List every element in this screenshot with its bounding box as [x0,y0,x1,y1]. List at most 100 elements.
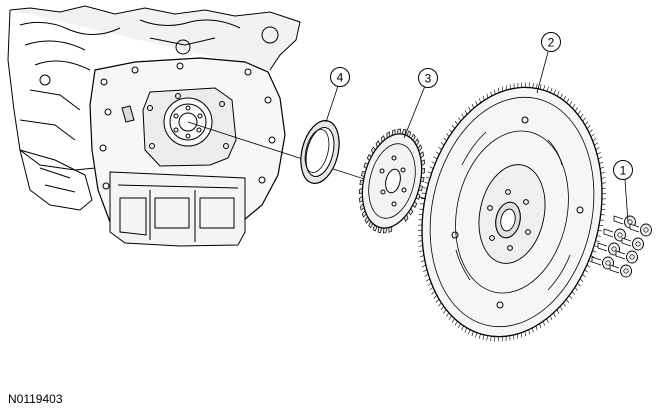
ring-gear-tooth [420,259,425,263]
ring-gear-tooth [427,171,432,174]
callout-1: 1 [613,160,633,180]
ring-gear-tooth [560,93,563,99]
ring-gear-tooth [497,336,499,342]
callout-4: 4 [330,67,350,87]
ring-gear-tooth [427,282,432,287]
ring-gear-tooth [556,91,560,97]
ring-gear-tooth [568,295,573,299]
ring-gear-tooth [486,93,489,99]
ring-gear-tooth [424,273,429,277]
ring-gear-tooth [574,287,578,291]
ring-gear-tooth [539,323,542,329]
ring-gear-tooth [464,110,468,115]
ring-gear-tooth [563,95,566,101]
ring-gear-tooth [598,156,603,160]
ring-gear-tooth [433,295,438,299]
ring-gear-tooth [569,101,573,106]
ring-gear-tooth [438,146,442,150]
ring-gear-tooth [579,278,584,282]
ring-gear-tooth [571,291,576,295]
ring-gear-tooth [592,250,597,253]
ring-gear-tooth [486,335,488,341]
bolt [629,223,652,237]
ring-gear-tooth [494,89,496,95]
bolt [615,250,638,264]
ring-gear-tooth [482,95,485,101]
ring-gear-tooth [566,98,570,104]
ring-gear-tooth [418,245,423,247]
ring-gear-tooth [458,117,462,122]
ring-gear-tooth [592,137,597,142]
ring-gear-tooth [440,306,445,311]
ring-gear-tooth [582,117,586,122]
ring-gear-tooth [528,329,530,335]
ring-gear-tooth [599,224,604,226]
ring-gear-tooth [532,82,534,88]
callout-1-label: 1 [620,164,627,178]
ring-gear-tooth [490,336,492,342]
ring-gear-tooth [464,327,468,333]
ring-gear-tooth [435,298,440,303]
ring-gear-tooth [418,240,423,242]
ring-gear-tooth [584,121,589,126]
ring-gear-tooth [478,333,481,339]
ring-gear-tooth [601,177,606,179]
ring-gear-tooth [562,302,566,307]
ring-gear-tooth [520,332,523,338]
ring-gear-tooth [594,142,599,146]
ring-gear-tooth [572,104,576,109]
rear-seal [300,120,340,184]
ring-gear-tooth [475,332,478,338]
ring-gear-tooth [425,278,430,282]
ring-gear-tooth [498,87,500,93]
ring-gear-tooth [599,166,605,169]
ring-gear-tooth [595,147,600,151]
ring-gear-tooth [525,82,527,88]
ring-gear-tooth [454,320,458,326]
ring-gear-tooth [417,229,423,231]
ring-gear-tooth [550,87,553,93]
ring-gear-tooth [601,187,606,189]
ring-gear-tooth [440,142,445,146]
figure-id: N0119403 [8,392,63,406]
ring-gear-tooth [528,82,530,88]
bolt [621,237,644,251]
ring-gear-tooth [482,334,485,340]
ring-gear-tooth [586,125,591,129]
ring-gear-tooth [559,306,563,311]
ring-gear-tooth [475,100,478,106]
ring-gear-tooth [546,318,549,324]
ring-gear-tooth [424,181,429,184]
ring-gear-tooth [468,329,471,335]
ring-gear-tooth [443,137,447,142]
ring-gear-tooth [429,287,434,291]
ring-gear-tooth [418,235,423,237]
ring-gear-tooth [421,192,426,194]
ring-gear-tooth [471,331,474,337]
ring-gear-tooth [461,325,464,331]
ring-gear-tooth [601,193,607,195]
ring-gear-tooth [420,198,425,200]
ring-gear-tooth [556,309,560,314]
ring-gear-tooth [532,327,534,333]
ring-gear-tooth [599,161,604,165]
engine-block [7,5,301,247]
ring-gear-tooth [535,325,538,331]
ring-gear-tooth [582,274,586,278]
ring-gear-tooth [490,91,492,97]
callout-3: 3 [418,68,438,88]
ring-gear-tooth [451,125,456,129]
ring-gear-tooth [524,331,526,337]
ring-gear-tooth [536,83,538,89]
ring-gear-tooth [546,86,549,92]
ring-gear-tooth [543,85,546,91]
ring-gear-tooth [596,235,601,237]
bolt [609,264,632,278]
ring-gear-tooth [438,302,442,307]
callout-3-label: 3 [425,72,432,86]
ring-gear-tooth [448,315,452,320]
ring-gear-tooth [431,161,436,164]
callout-2-label: 2 [548,36,555,50]
callout-4-label: 4 [337,71,344,85]
